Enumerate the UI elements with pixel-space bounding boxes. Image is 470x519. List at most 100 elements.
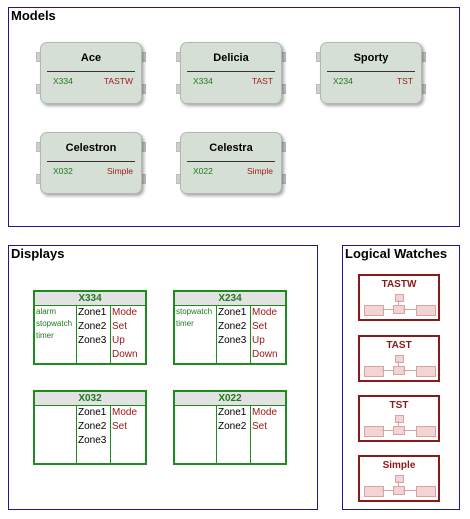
logical-watch-name: TAST (386, 340, 412, 351)
state-node (416, 366, 436, 377)
display-zone: Zone3 (218, 335, 247, 346)
model-watch-ref: TASTW (103, 76, 133, 86)
display-button: Down (112, 349, 138, 360)
model-name: Ace (80, 52, 102, 64)
display-features-column: stopwatch timer (175, 306, 217, 364)
model-divider (187, 71, 275, 72)
state-node (416, 486, 436, 497)
state-link (398, 300, 399, 307)
state-node (416, 305, 436, 316)
model-name: Celestra (209, 142, 253, 154)
model-display-ref: X234 (333, 76, 353, 86)
model-name: Sporty (353, 52, 389, 64)
logical-watch-box[interactable]: Simple (358, 455, 440, 502)
model-display-ref: X334 (53, 76, 73, 86)
state-node (364, 426, 384, 437)
display-zone: Zone2 (218, 421, 247, 432)
display-feature: stopwatch (176, 307, 213, 316)
state-node (395, 475, 404, 483)
display-feature: timer (176, 319, 194, 328)
state-node (364, 366, 384, 377)
display-button: Up (112, 335, 125, 346)
display-button: Down (252, 349, 278, 360)
displays-panel: Displays (8, 245, 318, 510)
logical-watch-box[interactable]: TST (358, 395, 440, 442)
logical-watch-name: TASTW (381, 279, 417, 290)
model-watch-ref: TAST (251, 76, 273, 86)
state-node (364, 305, 384, 316)
display-features-column (35, 406, 77, 464)
logical-watch-box[interactable]: TASTW (358, 274, 440, 321)
state-node (395, 415, 404, 423)
display-feature: stopwatch (36, 319, 73, 328)
state-link (403, 370, 416, 371)
displays-panel-title: Displays (11, 246, 65, 261)
model-watch-ref: Simple (247, 166, 273, 176)
display-button: Mode (252, 307, 278, 318)
logical-watch-box[interactable]: TAST (358, 335, 440, 382)
model-divider (47, 161, 135, 162)
model-divider (47, 71, 135, 72)
logical-watches-panel-title: Logical Watches (345, 246, 448, 261)
state-node (416, 426, 436, 437)
state-node (364, 486, 384, 497)
display-zone: Zone1 (218, 307, 247, 318)
state-link (398, 421, 399, 428)
display-zone: Zone2 (218, 321, 247, 332)
state-link (382, 309, 393, 310)
display-button: Set (252, 421, 268, 432)
display-zone: Zone3 (78, 435, 107, 446)
display-name: X234 (175, 292, 285, 306)
display-button: Set (252, 321, 268, 332)
state-link (403, 490, 416, 491)
model-divider (327, 71, 415, 72)
model-watch-ref: Simple (107, 166, 133, 176)
model-watch-ref: TST (396, 76, 413, 86)
state-link (398, 481, 399, 488)
model-divider (187, 161, 275, 162)
state-link (398, 361, 399, 368)
display-zone: Zone2 (78, 321, 107, 332)
state-node (395, 294, 404, 302)
model-display-ref: X022 (193, 166, 213, 176)
display-features-column: alarm stopwatch timer (35, 306, 77, 364)
display-button: Mode (252, 407, 278, 418)
state-link (403, 430, 416, 431)
models-panel-title: Models (11, 8, 56, 23)
display-zone: Zone1 (78, 307, 107, 318)
display-name: X334 (35, 292, 145, 306)
display-feature: alarm (36, 307, 57, 316)
model-name: Celestron (65, 142, 117, 154)
display-button: Mode (112, 307, 138, 318)
model-display-ref: X334 (193, 76, 213, 86)
display-feature: timer (36, 331, 54, 340)
display-button: Mode (112, 407, 138, 418)
display-button: Up (252, 335, 265, 346)
display-zone: Zone3 (78, 335, 107, 346)
model-display-ref: X032 (53, 166, 73, 176)
models-panel: Models (8, 7, 460, 227)
display-features-column (175, 406, 217, 464)
